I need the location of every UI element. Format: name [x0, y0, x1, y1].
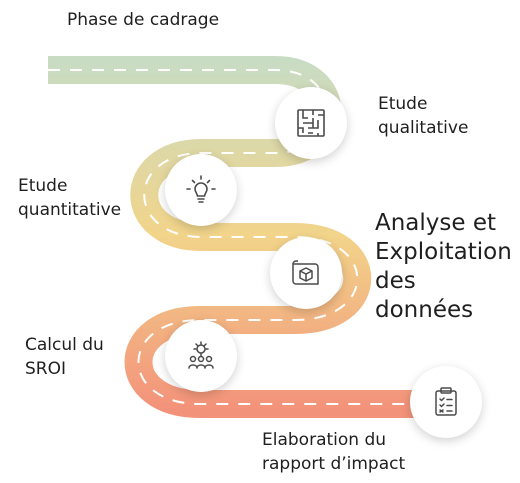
road-center-dashes	[48, 69, 445, 405]
step-circle-analyse	[270, 237, 342, 309]
label-etude-qualitative: Etude qualitative	[378, 94, 469, 138]
step-circle-rapport	[410, 366, 482, 438]
maze-icon	[297, 109, 325, 137]
label-rapport-impact: Elaboration du rapport d’impact	[262, 430, 406, 474]
step-circle-quantitative	[165, 154, 237, 226]
step-circle-sroi	[165, 320, 237, 392]
team-gear-icon	[188, 341, 214, 369]
blueprint-cube-icon	[292, 260, 319, 285]
label-analyse-exploitation: Analyse et Exploitation des données	[375, 210, 512, 323]
step-circle-qualitative	[275, 87, 347, 159]
label-phase-cadrage: Phase de cadrage	[67, 10, 220, 30]
lightbulb-icon	[186, 175, 216, 203]
label-etude-quantitative: Etude quantitative	[18, 176, 122, 220]
clipboard-checklist-icon	[435, 387, 457, 416]
label-calcul-sroi: Calcul du SROI	[25, 335, 104, 379]
